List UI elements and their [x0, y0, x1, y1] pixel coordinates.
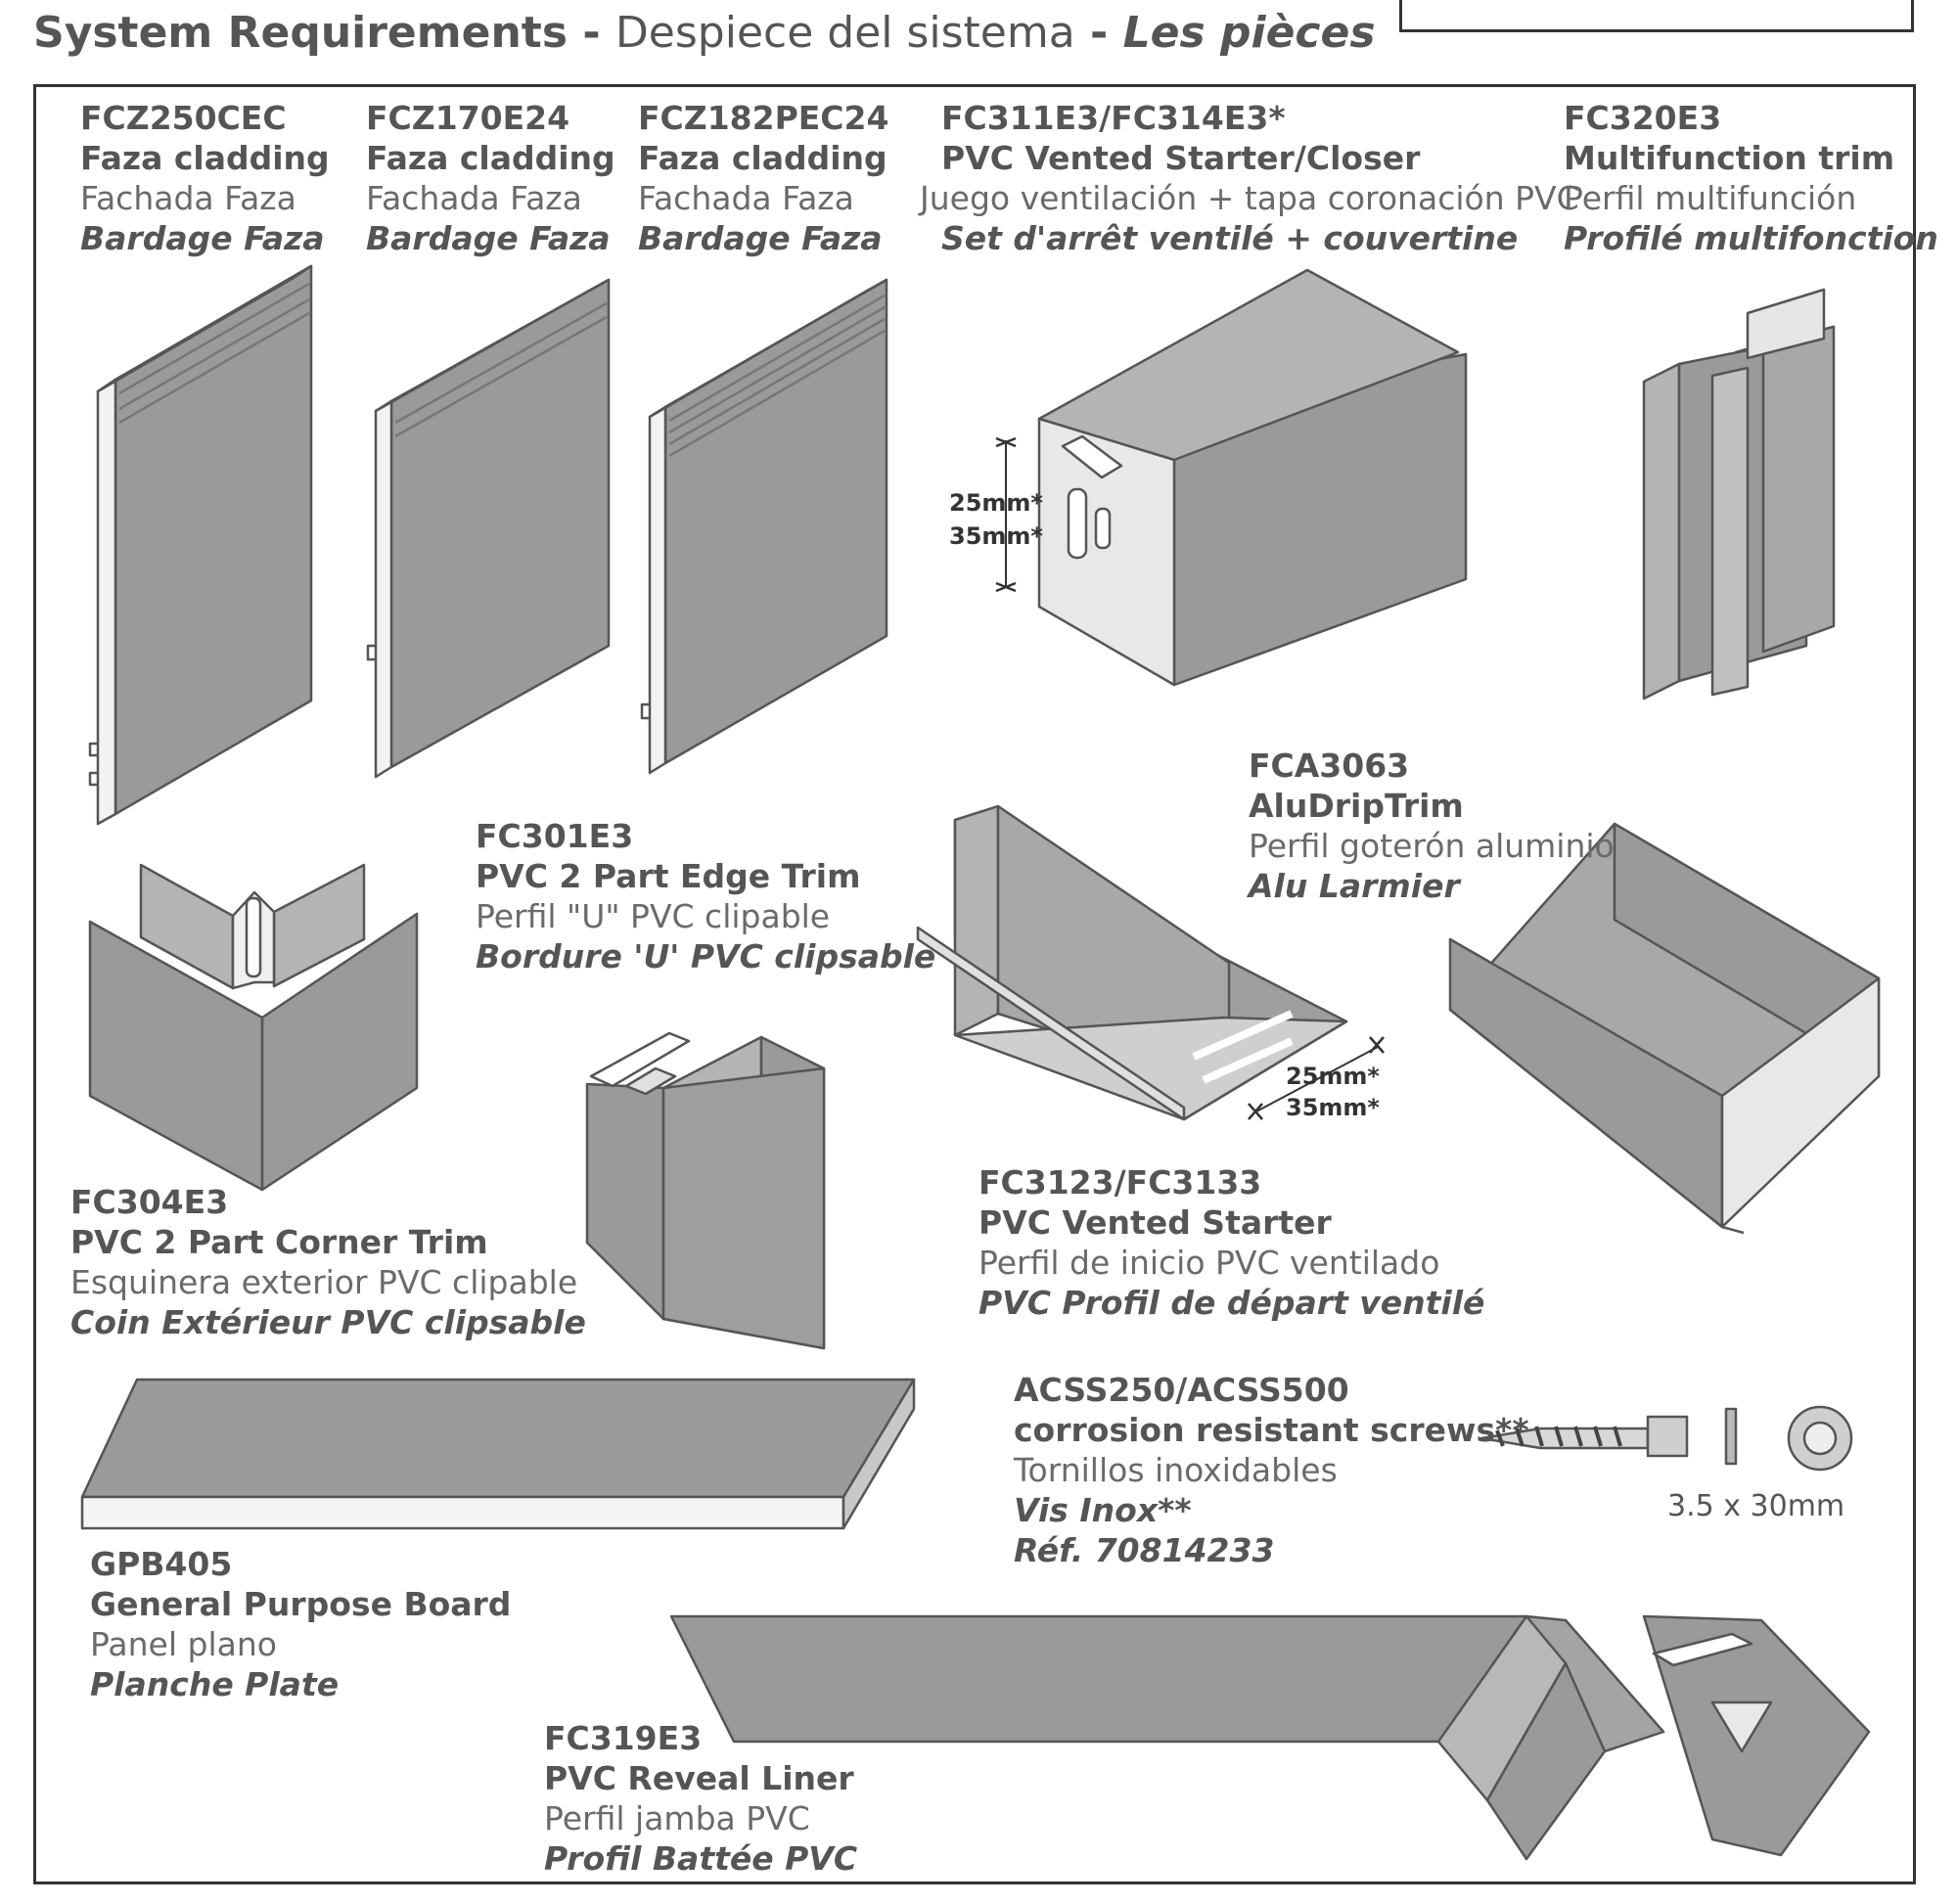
- product-name-fr: Bordure 'U' PVC clipsable: [476, 937, 936, 975]
- title-french: Les pièces: [1122, 8, 1376, 58]
- faza-cladding-3-drawing: [640, 278, 888, 775]
- product-label-fcz182pec24: FCZ182PEC24 Faza cladding Fachada Faza B…: [638, 98, 888, 258]
- general-purpose-board-drawing: [80, 1378, 916, 1530]
- product-name-fr: Vis Inox**: [1014, 1491, 1192, 1529]
- corner-trim-drawing: [88, 863, 419, 1192]
- product-name-en: PVC 2 Part Corner Trim: [70, 1223, 488, 1261]
- product-name-es: Tornillos inoxidables: [1014, 1451, 1338, 1489]
- product-reference: Réf. 70814233: [1014, 1531, 1275, 1569]
- product-code: FCZ170E24: [366, 99, 570, 137]
- product-label-fc301e3: FC301E3 PVC 2 Part Edge Trim Perfil "U" …: [476, 816, 935, 976]
- product-label-fc311e3: FC311E3/FC314E3* PVC Vented Starter/Clos…: [920, 98, 1579, 258]
- dim-35mm-label: 35mm*: [949, 522, 1043, 550]
- product-code: FCA3063: [1249, 747, 1410, 785]
- reveal-liner-drawing: [669, 1614, 1871, 1861]
- product-name-es: Perfil multifunción: [1564, 179, 1857, 217]
- dim-25mm-label-2: 25mm*: [1286, 1063, 1380, 1090]
- product-name-en: corrosion resistant screws**: [1014, 1411, 1529, 1449]
- vented-starter-drawing: 25mm* 35mm*: [916, 804, 1385, 1121]
- product-name-en: Faza cladding: [366, 139, 615, 177]
- product-label-fc320e3: FC320E3 Multifunction trim Perfil multif…: [1564, 98, 1938, 258]
- logo-box: [1399, 0, 1914, 32]
- product-code: FC320E3: [1564, 99, 1722, 137]
- product-code: FC311E3/FC314E3*: [941, 99, 1286, 137]
- product-code: FC3123/FC3133: [978, 1163, 1262, 1201]
- product-name-fr: Bardage Faza: [638, 219, 883, 257]
- product-name-en: Multifunction trim: [1564, 139, 1895, 177]
- product-name-en: PVC Vented Starter/Closer: [941, 139, 1421, 177]
- product-name-fr: Bardage Faza: [366, 219, 611, 257]
- page-title: System Requirements - Despiece del siste…: [33, 8, 1376, 58]
- product-code: FC301E3: [476, 817, 634, 855]
- product-name-fr: Profilé multifonction: [1564, 219, 1938, 257]
- title-separator: -: [1074, 8, 1123, 58]
- product-name-es: Fachada Faza: [638, 179, 854, 217]
- product-name-fr: Set d'arrêt ventilé + couvertine: [941, 219, 1519, 257]
- product-name-en: Faza cladding: [638, 139, 887, 177]
- components-frame: [33, 84, 1916, 1884]
- product-code: GPB405: [90, 1545, 233, 1583]
- product-name-fr: Alu Larmier: [1249, 867, 1460, 905]
- product-name-en: PVC Reveal Liner: [544, 1759, 854, 1797]
- product-name-fr: Profil Battée PVC: [544, 1839, 858, 1878]
- product-label-fc304e3: FC304E3 PVC 2 Part Corner Trim Esquinera…: [70, 1182, 586, 1342]
- product-name-es: Perfil "U" PVC clipable: [476, 897, 831, 935]
- product-name-fr: Bardage Faza: [80, 219, 325, 257]
- product-label-fca3063: FCA3063 AluDripTrim Perfil goterón alumi…: [1249, 746, 1615, 906]
- product-name-es: Juego ventilación + tapa coronación PVC: [920, 179, 1579, 217]
- title-separator: -: [568, 8, 615, 58]
- product-name-es: Fachada Faza: [80, 179, 296, 217]
- multifunction-trim-drawing: [1642, 288, 1836, 701]
- product-name-es: Perfil jamba PVC: [544, 1799, 810, 1837]
- product-label-fc319e3: FC319E3 PVC Reveal Liner Perfil jamba PV…: [544, 1718, 857, 1879]
- product-code: FCZ182PEC24: [638, 99, 889, 137]
- product-name-fr: Planche Plate: [90, 1665, 340, 1703]
- faza-cladding-1-drawing: [88, 264, 313, 826]
- product-code: FCZ250CEC: [80, 99, 287, 137]
- aludriptrim-drawing: [1448, 822, 1881, 1235]
- edge-trim-drawing: [585, 1031, 826, 1350]
- product-label-fc3123: FC3123/FC3133 PVC Vented Starter Perfil …: [978, 1162, 1484, 1323]
- dim-25mm-label: 25mm*: [949, 489, 1043, 517]
- screw-drawing: [1479, 1405, 1853, 1472]
- product-name-fr: Coin Extérieur PVC clipsable: [70, 1303, 586, 1341]
- product-code: ACSS250/ACSS500: [1014, 1371, 1349, 1409]
- product-name-es: Perfil de inicio PVC ventilado: [978, 1244, 1440, 1282]
- screw-size-label: 3.5 x 30mm: [1667, 1489, 1845, 1523]
- title-english: System Requirements: [33, 8, 569, 58]
- product-label-acss250: ACSS250/ACSS500 corrosion resistant scre…: [1014, 1370, 1529, 1570]
- product-label-fcz250cec: FCZ250CEC Faza cladding Fachada Faza Bar…: [80, 98, 330, 258]
- product-code: FC304E3: [70, 1183, 229, 1221]
- product-name-es: Perfil goterón aluminio: [1249, 827, 1615, 865]
- product-name-es: Panel plano: [90, 1625, 277, 1663]
- product-label-gpb405: GPB405 General Purpose Board Panel plano…: [90, 1544, 511, 1704]
- product-name-en: General Purpose Board: [90, 1585, 512, 1623]
- product-name-es: Esquinera exterior PVC clipable: [70, 1263, 578, 1301]
- product-name-fr: PVC Profil de départ ventilé: [978, 1284, 1485, 1322]
- product-name-en: PVC 2 Part Edge Trim: [476, 857, 861, 895]
- dim-35mm-label-2: 35mm*: [1286, 1094, 1380, 1121]
- product-label-fcz170e24: FCZ170E24 Faza cladding Fachada Faza Bar…: [366, 98, 615, 258]
- product-name-en: AluDripTrim: [1249, 787, 1464, 825]
- product-name-es: Fachada Faza: [366, 179, 582, 217]
- faza-cladding-2-drawing: [366, 278, 611, 779]
- product-name-en: PVC Vented Starter: [978, 1203, 1332, 1242]
- product-code: FC319E3: [544, 1719, 703, 1757]
- product-name-en: Faza cladding: [80, 139, 330, 177]
- title-spanish: Despiece del sistema: [614, 8, 1075, 58]
- vented-starter-closer-drawing: 25mm* 35mm*: [949, 268, 1468, 687]
